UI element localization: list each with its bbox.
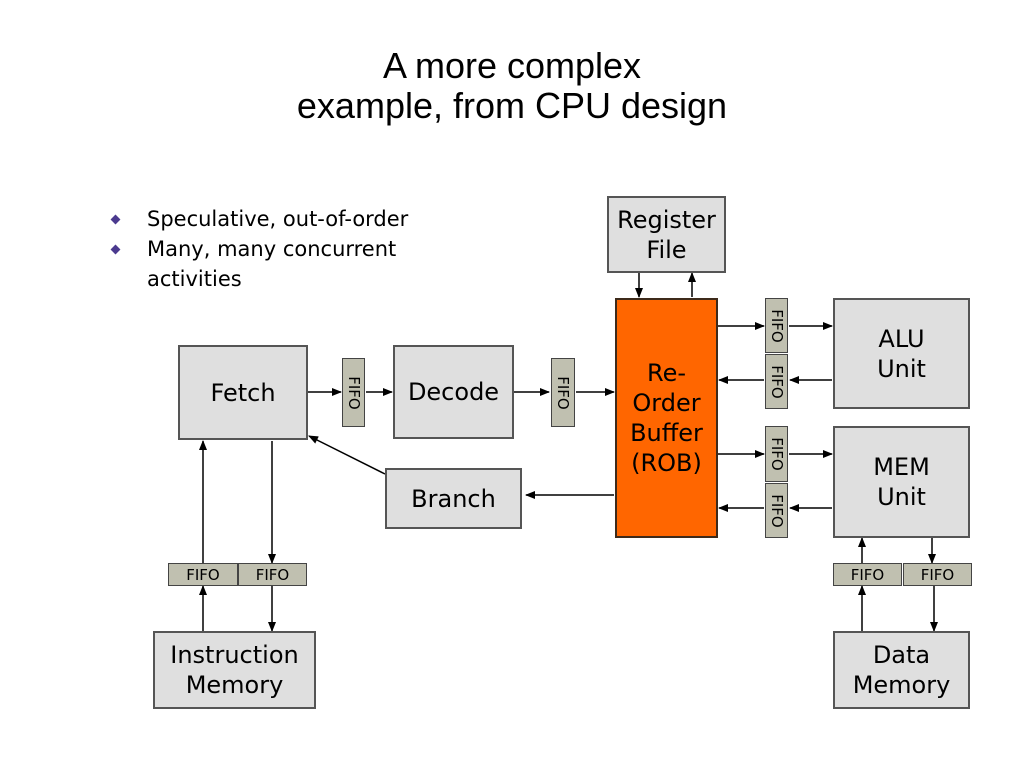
decode-block: Decode: [393, 345, 514, 439]
fifo-dmem-to-mem: FIFO: [833, 563, 902, 586]
block-label: ALU: [878, 324, 925, 353]
bullet-item: Speculative, out-of-order: [108, 204, 488, 234]
fifo-decode-rob: FIFO: [551, 358, 575, 427]
block-label: Fetch: [210, 378, 276, 407]
block-label: Instruction: [170, 641, 299, 669]
title-line-1: A more complex: [382, 45, 642, 86]
fifo-fetch-to-imem: FIFO: [238, 563, 307, 586]
block-label: MEM: [873, 453, 930, 481]
fifo-rob-to-mem: FIFO: [765, 426, 788, 482]
block-label: Memory: [852, 671, 951, 699]
bullet-text: Speculative, out-of-order: [147, 207, 409, 231]
fifo-label: FIFO: [344, 375, 363, 410]
fifo-label: FIFO: [850, 565, 885, 584]
block-label: Register: [617, 205, 716, 234]
fifo-mem-to-rob: FIFO: [765, 483, 788, 538]
fifo-rob-to-alu: FIFO: [765, 298, 788, 353]
fifo-label: FIFO: [767, 308, 786, 343]
fifo-label: FIFO: [767, 493, 786, 528]
slide-title: A more complex example, from CPU design: [0, 46, 1024, 126]
bullet-text: Many, many concurrent activities: [147, 237, 397, 291]
block-label: (ROB): [631, 449, 702, 477]
fifo-alu-to-rob: FIFO: [765, 354, 788, 409]
fifo-label: FIFO: [186, 565, 220, 584]
block-label: Branch: [411, 484, 496, 513]
fifo-label: FIFO: [554, 375, 572, 410]
block-label: Data: [872, 641, 931, 669]
bullet-item: Many, many concurrent activities: [108, 234, 488, 294]
fifo-label: FIFO: [767, 437, 786, 471]
arrow-branch-to-fetch: [308, 435, 386, 475]
fifo-label: FIFO: [920, 565, 955, 584]
branch-block: Branch: [385, 468, 522, 529]
fifo-label: FIFO: [767, 364, 786, 399]
block-label: Re-: [646, 359, 687, 387]
block-label: Memory: [185, 671, 284, 699]
bullet-list: Speculative, out-of-order Many, many con…: [108, 204, 488, 294]
block-label: Buffer: [630, 419, 703, 447]
fifo-fetch-decode: FIFO: [342, 358, 365, 427]
block-label: Decode: [407, 378, 500, 406]
block-label: Order: [632, 389, 701, 417]
title-line-2: example, from CPU design: [296, 85, 728, 126]
block-label: File: [646, 235, 687, 264]
block-label: Unit: [877, 354, 926, 383]
fifo-imem-to-fetch: FIFO: [168, 563, 238, 586]
fifo-label: FIFO: [255, 565, 290, 584]
fifo-mem-to-dmem: FIFO: [903, 563, 972, 586]
reorder-buffer-block: Re- Order Buffer (ROB): [615, 298, 718, 538]
block-label: Unit: [877, 483, 926, 511]
fetch-block: Fetch: [178, 345, 308, 440]
